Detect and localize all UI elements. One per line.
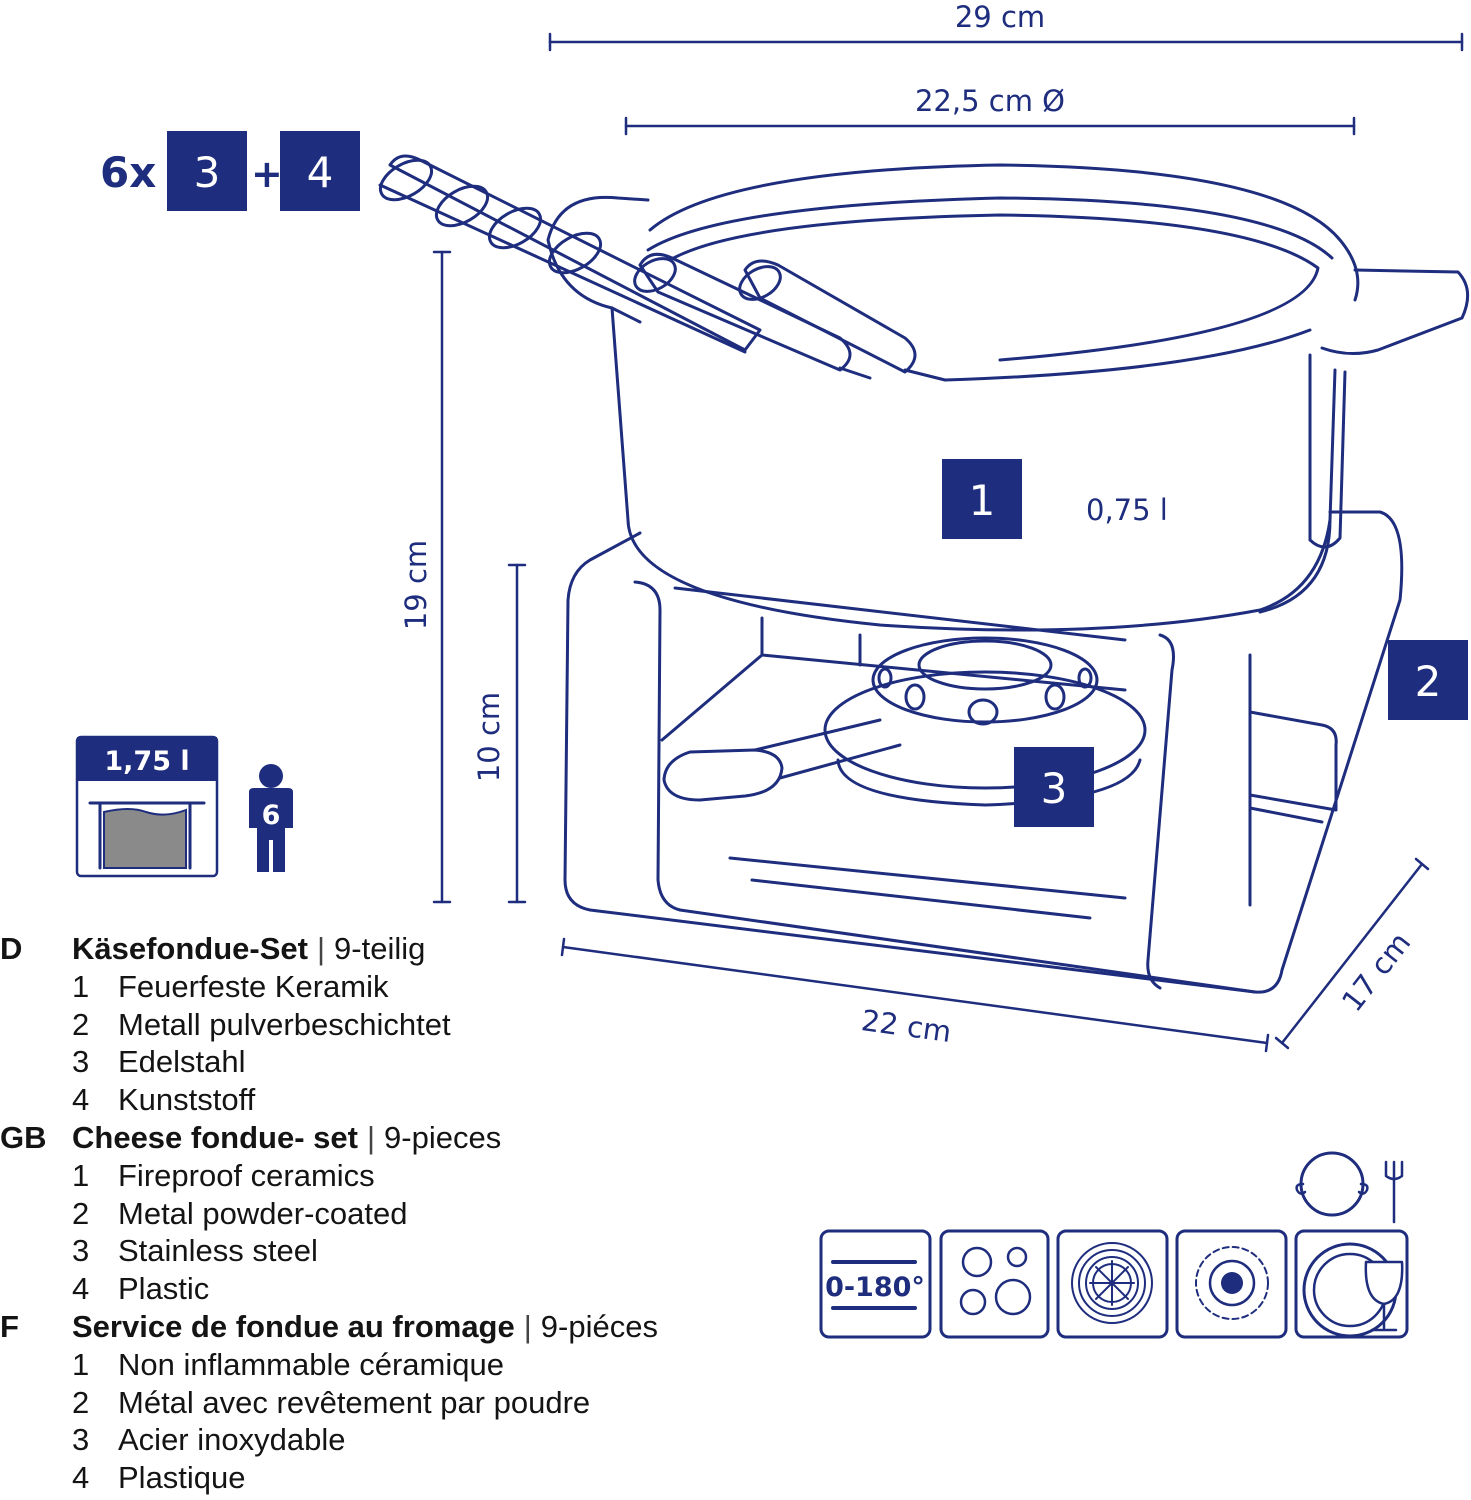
item-number: 3 xyxy=(72,1233,90,1269)
legend-header-gb: GB Cheese fondue- set | 9-pieces xyxy=(0,1119,800,1157)
separator: | xyxy=(523,1308,532,1344)
item-number: 1 xyxy=(72,968,90,1004)
item-number: 4 xyxy=(72,1460,90,1496)
item-number: 3 xyxy=(72,1044,90,1080)
set-title: Service de fondue au fromage xyxy=(72,1308,515,1344)
badge-plus: + xyxy=(251,152,283,196)
item-number: 4 xyxy=(72,1271,90,1307)
separator: | xyxy=(366,1119,376,1155)
separator: | xyxy=(316,931,326,966)
language-code: D xyxy=(0,931,23,966)
fondue-pot xyxy=(546,163,1470,632)
gas-flame-core xyxy=(1221,1272,1243,1294)
item-number: 4 xyxy=(72,1082,90,1118)
set-title: Käsefondue-Set xyxy=(72,931,308,966)
item-material: Plastic xyxy=(118,1271,210,1307)
temperature-label: 0-180° xyxy=(825,1272,925,1303)
stand-frame xyxy=(563,510,1404,994)
item-material: Metall pulverbeschichtet xyxy=(118,1006,451,1042)
gas-flame-icon xyxy=(1175,1229,1288,1339)
legend-header-de: D Käsefondue-Set | 9-teilig xyxy=(0,930,800,968)
capacity-header xyxy=(77,737,217,781)
fondue-forks xyxy=(378,154,947,382)
legend-item: 2 Metall pulverbeschichtet xyxy=(0,1006,800,1044)
legend-item: 1 Fireproof ceramics xyxy=(0,1157,800,1195)
badge-pot-label: 1 xyxy=(969,476,996,525)
badge-pot xyxy=(942,459,1022,539)
temperature-range-icon xyxy=(819,1229,932,1339)
legend-item: 1 Feuerfeste Keramik xyxy=(0,968,800,1006)
badge-burner-label: 3 xyxy=(1041,764,1068,813)
item-number: 2 xyxy=(72,1384,90,1420)
legend-item: 3 Edelstahl xyxy=(0,1043,800,1081)
legend-item: 2 Metal powder-coated xyxy=(0,1195,800,1233)
person-icon xyxy=(249,764,293,872)
language-code: GB xyxy=(0,1119,47,1155)
legend-item: 1 Non inflammable céramique xyxy=(0,1346,800,1384)
dimension-line-width-total xyxy=(548,32,1464,52)
dimension-line-height-total xyxy=(432,250,452,904)
language-code: F xyxy=(0,1308,19,1344)
item-number: 2 xyxy=(72,1195,90,1231)
dim-width-stand: 17 cm xyxy=(1335,926,1417,1018)
dimension-line-width-stand xyxy=(1274,857,1430,1050)
electric-stove-icon xyxy=(939,1229,1050,1339)
dimension-line-diameter xyxy=(624,116,1356,136)
item-material: Fireproof ceramics xyxy=(118,1157,375,1193)
item-material: Non inflammable céramique xyxy=(118,1346,504,1382)
induction-icon xyxy=(1056,1229,1169,1339)
material-legend: D Käsefondue-Set | 9-teilig 1 Feuerfeste … xyxy=(0,930,800,1497)
dim-height-total: 19 cm xyxy=(399,540,433,630)
dimension-line-height-stand xyxy=(507,563,527,904)
item-number: 3 xyxy=(72,1422,90,1458)
burner xyxy=(823,636,1147,807)
legend-item: 3 Stainless steel xyxy=(0,1232,800,1270)
dim-width-total: 29 cm xyxy=(955,0,1045,34)
capacity-volume: 1,75 l xyxy=(104,746,189,777)
legend-item: 2 Métal avec revêtement par poudre xyxy=(0,1384,800,1422)
badge-fork-handle xyxy=(167,131,247,211)
badge-fork-grip-label: 4 xyxy=(307,148,334,197)
capacity-icon xyxy=(75,735,219,878)
set-title: Cheese fondue- set xyxy=(72,1119,358,1155)
item-material: Edelstahl xyxy=(118,1044,246,1080)
item-material: Metal powder-coated xyxy=(118,1195,408,1231)
legend-header-fr: F Service de fondue au fromage | 9-piéce… xyxy=(0,1308,800,1346)
item-material: Acier inoxydable xyxy=(118,1422,346,1458)
dimension-line-depth-stand xyxy=(560,937,1270,1053)
pot-volume: 0,75 l xyxy=(1086,493,1168,527)
badge-fork-grip xyxy=(280,131,360,211)
piece-count: 9-piéces xyxy=(540,1308,658,1344)
item-number: 1 xyxy=(72,1346,90,1382)
item-material: Feuerfeste Keramik xyxy=(118,968,389,1004)
item-number: 2 xyxy=(72,1006,90,1042)
dim-diameter: 22,5 cm Ø xyxy=(915,84,1065,118)
fork-count: 6x xyxy=(100,148,156,197)
piece-count: 9-pieces xyxy=(384,1119,502,1155)
persons-count: 6 xyxy=(262,800,281,831)
badge-fork-handle-label: 3 xyxy=(194,148,221,197)
item-material: Plastique xyxy=(118,1460,246,1496)
badge-stand-label: 2 xyxy=(1415,657,1442,706)
item-number: 1 xyxy=(72,1157,90,1193)
burner-handle xyxy=(662,718,902,802)
legend-item: 4 Kunststoff xyxy=(0,1081,800,1119)
legend-item: 4 Plastic xyxy=(0,1270,800,1308)
legend-item: 4 Plastique xyxy=(0,1459,800,1497)
item-material: Métal avec revêtement par poudre xyxy=(118,1384,591,1420)
dim-depth-stand: 22 cm xyxy=(859,1003,953,1049)
capacity-fill xyxy=(103,808,187,869)
piece-count: 9-teilig xyxy=(334,931,426,966)
legend-item: 3 Acier inoxydable xyxy=(0,1421,800,1459)
item-material: Kunststoff xyxy=(118,1082,256,1118)
badge-burner xyxy=(1014,747,1094,827)
dim-height-stand: 10 cm xyxy=(472,692,506,782)
badge-stand xyxy=(1388,640,1468,720)
item-material: Stainless steel xyxy=(118,1233,318,1269)
